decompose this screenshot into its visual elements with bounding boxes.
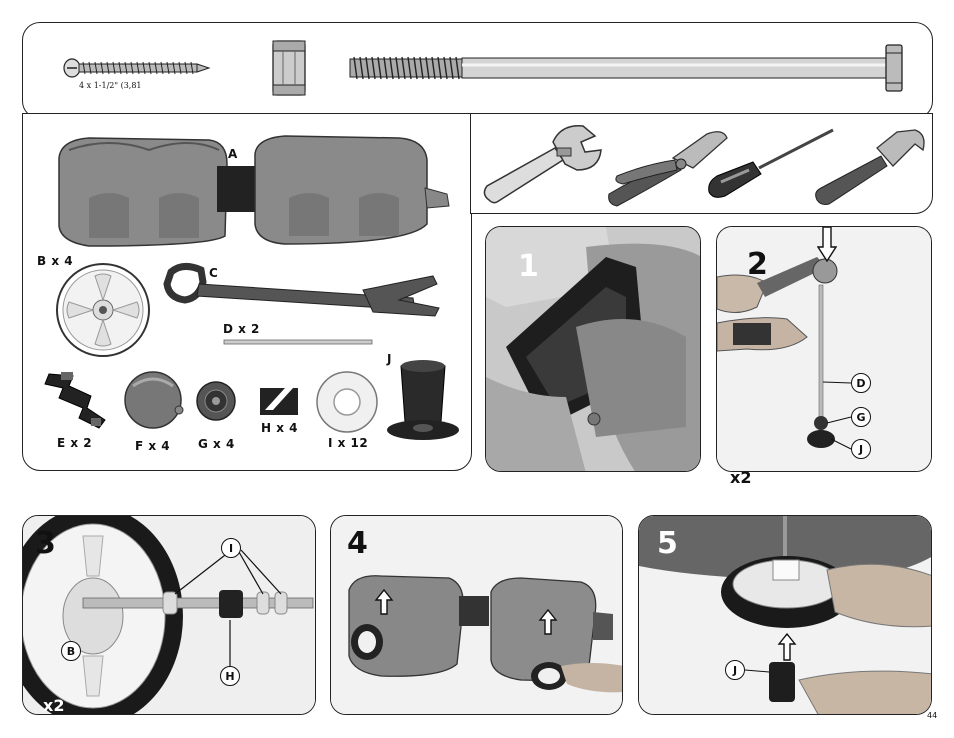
part-h-square-nut-icon [260, 383, 298, 415]
step-1-number: 1 [518, 249, 539, 284]
step-2-photo: 2 D G J [716, 226, 932, 472]
screwdriver-icon [708, 128, 834, 198]
step-3-multiplier: x2 [43, 696, 65, 715]
part-a-label: A [228, 147, 238, 161]
step-4-arrow-left-icon [374, 588, 394, 615]
bolt-icon [349, 44, 903, 92]
part-g-hub-icon [196, 381, 236, 421]
step-2-callout-d: D [851, 373, 871, 393]
step-2-multiplier: x2 [730, 468, 752, 487]
part-e-strap-icon [44, 372, 106, 429]
step-3-wheel-axle-illustration [23, 516, 315, 714]
tools-panel [470, 113, 933, 214]
step-2-callout-g: G [851, 407, 871, 427]
screw-icon [63, 58, 211, 78]
step-3-photo: 3 I B H x2 [22, 515, 316, 715]
page-number: 44 [927, 711, 938, 720]
step-2-assembly-illustration [717, 227, 931, 471]
step-4-photo: 4 [330, 515, 623, 715]
nut-icon [272, 40, 306, 96]
part-j-bushing-icon [387, 360, 459, 440]
down-arrow-icon [817, 227, 837, 263]
step-1-photo: 1 [485, 226, 701, 472]
part-d-label: D x 2 [223, 322, 260, 336]
step-2-number: 2 [747, 247, 768, 282]
step-5-leader-line [744, 669, 770, 673]
step-3-callout-h: H [220, 666, 240, 686]
step-4-tubs-wheels-illustration [331, 516, 622, 714]
step-4-arrow-right-icon [538, 608, 558, 635]
part-c-handle-icon [163, 263, 440, 317]
pliers-icon [608, 131, 728, 207]
step-5-callout-j: J [725, 660, 745, 680]
step-5-wheel-install-illustration [639, 516, 931, 714]
hardware-panel: 4 x 1-1/2" (3,81 [22, 22, 933, 119]
step-2-callout-j: J [851, 439, 871, 459]
part-b-label: B x 4 [37, 254, 74, 268]
part-i-washer-icon [316, 371, 378, 433]
step-3-callout-b: B [61, 641, 81, 661]
step-1-hinge-illustration [486, 227, 700, 471]
part-a-seat-tubs-icon [58, 135, 450, 247]
parts-panel: A B x 4 C D x 2 E x 2 F x 4 [22, 113, 472, 471]
part-j-label: J [387, 352, 392, 366]
hammer-icon [815, 129, 925, 205]
step-4-number: 4 [347, 526, 368, 561]
up-arrow-icon [777, 632, 797, 661]
part-h-label: H x 4 [261, 421, 298, 435]
step-3-number: 3 [35, 526, 56, 561]
part-e-label: E x 2 [57, 436, 93, 450]
part-f-cap-icon [124, 371, 184, 429]
part-c-label: C [209, 266, 219, 280]
part-g-label: G x 4 [198, 437, 235, 451]
part-i-label: I x 12 [328, 436, 369, 450]
part-f-label: F x 4 [135, 439, 171, 453]
wrench-icon [483, 125, 602, 204]
part-d-rod-icon [223, 339, 373, 345]
part-b-wheel-icon [56, 263, 150, 357]
step-3-callout-i: I [221, 538, 241, 558]
step-2-leader-lines [822, 381, 852, 450]
step-5-number: 5 [657, 526, 678, 561]
screw-caption: 4 x 1-1/2" (3,81 [79, 81, 142, 90]
step-5-photo: 5 J [638, 515, 932, 715]
